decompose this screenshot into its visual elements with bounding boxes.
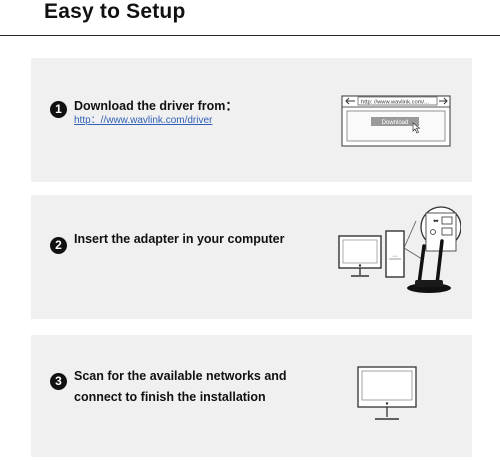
step-3-text-line-2: connect to finish the installation: [74, 390, 266, 404]
step-1-panel: 1 Download the driver from： http：//www.w…: [31, 58, 472, 182]
usb-wifi-adapter-icon: [407, 239, 451, 293]
page-title: Easy to Setup: [44, 0, 186, 23]
step-1-text: Download the driver from：: [74, 99, 238, 113]
computer-monitor-illustration: [357, 366, 417, 420]
monitor-icon: [357, 366, 417, 420]
browser-content-area: [346, 110, 446, 142]
step-2-text: Insert the adapter in your computer: [74, 232, 285, 246]
zoom-line: [403, 220, 417, 249]
step-3-number-badge: 3: [50, 373, 67, 390]
svg-text:⬌: ⬌: [433, 218, 439, 225]
zoom-line: [403, 247, 423, 260]
driver-download-link[interactable]: http：//www.wavlink.com/driver: [74, 115, 213, 126]
download-button-label: Download: [382, 120, 409, 126]
monitor-icon: [338, 235, 382, 277]
step-3-panel: 3 Scan for the available networks and co…: [31, 335, 472, 457]
step-3-text-line-1: Scan for the available networks and: [74, 369, 287, 383]
pc-tower-icon: • • •: [385, 230, 405, 278]
back-arrow-icon: [345, 97, 355, 105]
svg-text:• • •: • • •: [393, 254, 398, 258]
browser-url-text: http: //www.wavlink.com/...: [361, 100, 429, 106]
browser-address-bar: [357, 96, 438, 106]
adapter-setup-illustration: • • • ⬌: [338, 206, 461, 293]
step-2-panel: 2 Insert the adapter in your computer • …: [31, 195, 472, 319]
browser-download-illustration: http: //www.wavlink.com/... Download: [341, 95, 451, 147]
step-2-number-badge: 2: [50, 237, 67, 254]
title-divider: [0, 35, 500, 36]
pointer-cursor-icon: [412, 122, 421, 134]
forward-arrow-icon: [439, 97, 448, 105]
download-button: [371, 117, 419, 126]
usb-port-zoom-icon: ⬌: [420, 206, 461, 252]
step-1-number-badge: 1: [50, 101, 67, 118]
